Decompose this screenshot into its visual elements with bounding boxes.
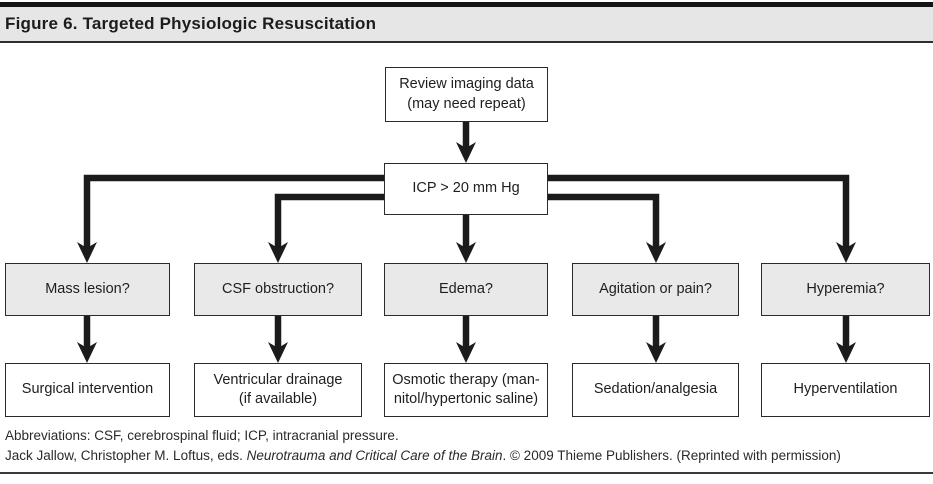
citation-book-title: Neurotrauma and Critical Care of the Bra… — [246, 448, 503, 463]
figure-header: Figure 6. Targeted Physiologic Resuscita… — [0, 7, 933, 41]
box-text-line: Hyperventilation — [793, 381, 898, 398]
node-mass-lesion: Mass lesion? — [5, 263, 170, 316]
figure-title: Figure 6. Targeted Physiologic Resuscita… — [5, 14, 377, 33]
node-csf-obstruction: CSF obstruction? — [194, 263, 362, 316]
node-surgical-intervention: Surgical intervention — [5, 363, 170, 417]
node-ventricular-drainage: Ventricular drainage (if available) — [194, 363, 362, 417]
box-text-line: Osmotic therapy (man- — [392, 371, 540, 388]
header-top-rule — [0, 2, 933, 7]
arrow-decision-to-mass-lesion — [83, 174, 460, 249]
arrowheads — [77, 142, 856, 363]
box-text-line: CSF obstruction? — [221, 280, 335, 297]
box-text-line: Ventricular drainage — [213, 371, 343, 388]
header-bottom-rule — [0, 41, 933, 43]
box-text-line: Mass lesion? — [45, 280, 130, 297]
box-text-line: Hyperemia? — [806, 280, 885, 297]
node-review-imaging: Review imaging data (may need repeat) — [385, 67, 548, 122]
box-text-line: Surgical intervention — [21, 381, 154, 398]
box-text-line: Sedation/analgesia — [593, 381, 718, 398]
node-agitation-pain: Agitation or pain? — [572, 263, 739, 316]
box-text-line: Edema? — [438, 280, 493, 297]
citation-publisher: . © 2009 Thieme Publishers. (Reprinted w… — [502, 448, 841, 463]
node-sedation-analgesia: Sedation/analgesia — [572, 363, 739, 417]
footer-rule — [0, 472, 933, 474]
arrow-decision-to-hyperemia — [472, 174, 850, 249]
citation-authors: Jack Jallow, Christopher M. Loftus, eds. — [5, 448, 247, 463]
node-edema: Edema? — [384, 263, 548, 316]
box-text-line: Review imaging data — [399, 76, 534, 92]
node-osmotic-therapy: Osmotic therapy (man- nitol/hypertonic s… — [384, 363, 548, 417]
node-hyperemia: Hyperemia? — [761, 263, 930, 316]
node-icp-decision: ICP > 20 mm Hg — [384, 163, 548, 215]
box-text-line: (may need repeat) — [407, 95, 526, 112]
footer-citation: Jack Jallow, Christopher M. Loftus, eds.… — [5, 448, 841, 463]
node-hyperventilation: Hyperventilation — [761, 363, 930, 417]
box-text-line: (if available) — [238, 391, 318, 407]
box-text-line: ICP > 20 mm Hg — [412, 180, 520, 197]
box-text-line: Agitation or pain? — [599, 280, 712, 297]
footer-abbreviations: Abbreviations: CSF, cerebrospinal fluid;… — [5, 428, 399, 443]
box-text-line: nitol/hypertonic saline) — [393, 391, 539, 407]
